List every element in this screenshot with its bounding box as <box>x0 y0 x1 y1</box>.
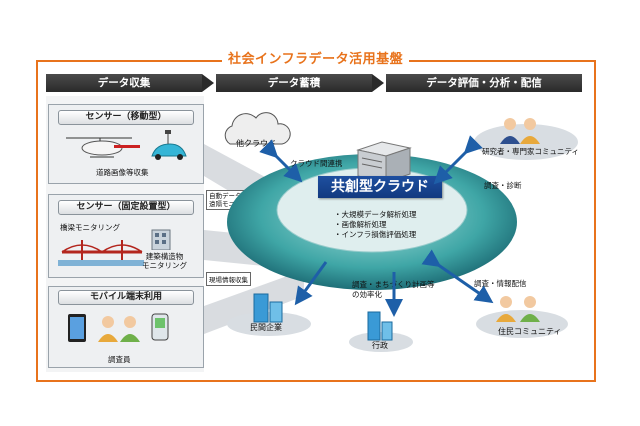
other-cloud-label: 他クラウド <box>236 139 276 148</box>
panel-mobile-sensor-caption: 道路画像等収集 <box>96 168 149 177</box>
main-title: 社会インフラデータ活用基盤 <box>222 48 410 67</box>
planning-label-line2: の効率化 <box>352 290 382 299</box>
info-delivery-label: 調査・情報配信 <box>474 279 527 288</box>
field-info-tag: 現場情報収集 <box>206 272 251 286</box>
private-company-node <box>227 293 311 336</box>
header-arrow-icon <box>372 74 384 92</box>
private-company-label: 民間企業 <box>250 323 282 332</box>
panel-fixed-sensor-title: センサー（固定設置型） <box>58 200 194 215</box>
cloud-function-item: ・画像解析処理 <box>334 220 387 229</box>
header-data-storage: データ蓄積 <box>216 74 372 92</box>
building-monitoring-line2: モニタリング <box>142 261 187 270</box>
building-monitoring-label: 建築構造物 モニタリング <box>142 252 187 270</box>
cloud-function-item: ・インフラ損傷評価処理 <box>334 230 417 239</box>
server-icon <box>356 141 412 183</box>
header-data-collection: データ収集 <box>46 74 202 92</box>
tablet-people-phone-icon <box>68 313 169 342</box>
helicopter-car-icon <box>66 130 187 160</box>
bridge-icon <box>58 240 144 266</box>
header-arrow-icon <box>202 74 214 92</box>
bridge-monitoring-label: 橋梁モニタリング <box>60 223 120 232</box>
header-data-analysis: データ評価・分析・配信 <box>386 74 582 92</box>
cloud-functions-list: ・大規模データ解析処理 ・画像解析処理 ・インフラ損傷評価処理 <box>334 210 417 240</box>
survey-diagnosis-label: 調査・診断 <box>484 181 522 190</box>
residents-node <box>476 296 568 338</box>
government-node <box>349 311 413 352</box>
co-creation-cloud-title: 共創型クラウド <box>318 176 442 198</box>
building-monitoring-line1: 建築構造物 <box>145 252 184 261</box>
researchers-label: 研究者・専門家コミュニティ <box>482 147 580 156</box>
building-icon <box>151 229 171 250</box>
panel-mobile-terminal-title: モバイル端末利用 <box>58 290 194 305</box>
panel-mobile-sensor-title: センサー（移動型） <box>58 110 194 125</box>
government-label: 行政 <box>372 341 388 350</box>
surveyor-label: 調査員 <box>108 355 131 364</box>
auto-data-tag-line1: 自動データ取得 <box>209 192 255 200</box>
other-cloud-icon <box>224 112 291 145</box>
researchers-node <box>474 118 578 160</box>
cloud-link-label: クラウド間連携 <box>290 159 343 168</box>
cloud-function-item: ・大規模データ解析処理 <box>334 210 417 219</box>
residents-label: 住民コミュニティ <box>498 327 562 336</box>
